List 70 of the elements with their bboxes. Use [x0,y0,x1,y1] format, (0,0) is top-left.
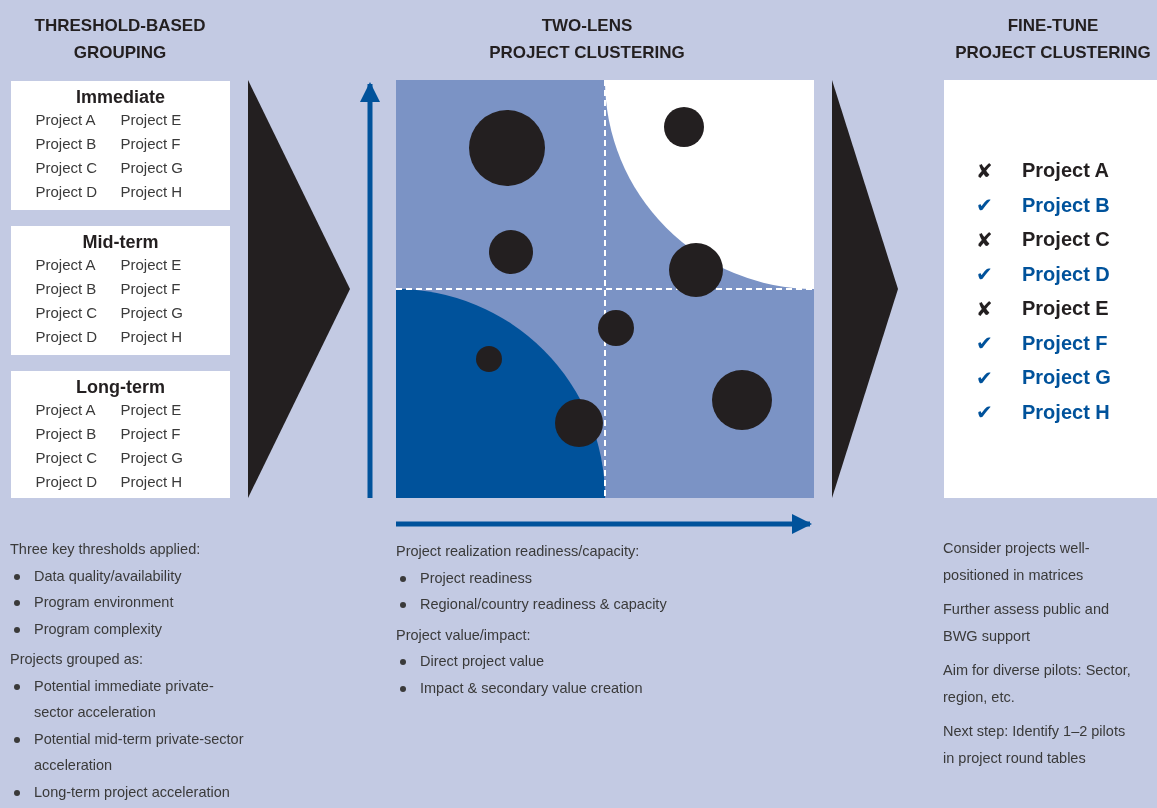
note-text: Projects grouped as: [10,650,144,669]
project-name: Project C [35,158,99,178]
project-name: Project A [35,255,97,275]
note-text: Project value/impact: [396,625,532,645]
column-heading: FINE-TUNE PROJECT CLUSTERING [954,15,1152,64]
status-mark: ✘ [976,296,994,321]
status-mark: ✔ [976,193,994,217]
status-mark: ✔ [976,365,994,390]
project-name: Project G [120,303,185,323]
project-name: Project D [35,472,99,492]
project-name: Project C [35,448,99,468]
note-text: Three key thresholds applied: [10,540,202,559]
project-name: Project E [120,400,183,420]
project-name: Project C [35,303,99,323]
column-heading: THRESHOLD-BASED GROUPING [33,15,207,64]
bullet-item: Data quality/availability [10,562,246,589]
group-card [11,226,230,355]
chevron-arrow [248,80,350,498]
bullet-item: Program complexity [10,615,246,642]
project-name: Project F [120,279,182,299]
project-name: Project F [1022,331,1108,355]
project-name: Project B [1022,193,1110,217]
project-name: Project D [35,327,99,347]
project-name: Project G [120,158,185,178]
group-card [11,371,230,498]
note-text: Aim for diverse pilots: Sector, region, etc. [943,661,1132,707]
group-heading: Mid-term [81,231,160,253]
chevron-arrow [832,80,898,498]
note-text: Consider projects well-positioned in matrices [943,539,1091,585]
project-name: Project D [1022,262,1110,286]
project-name: Project F [120,134,182,154]
project-name: Project F [120,424,182,444]
project-name: Project G [120,448,185,468]
project-name: Project B [35,424,98,444]
project-name: Project D [35,182,99,202]
project-name: Project E [120,255,183,275]
project-name: Project A [1022,159,1110,182]
project-name: Project E [120,110,183,130]
status-mark: ✔ [976,400,994,424]
bullet-item: Regional/country readiness & capacity [396,591,726,618]
group-heading: Long-term [75,376,166,398]
bullet-item: Long-term project acceleration [10,778,246,805]
project-name: Project C [1022,228,1110,251]
note-text: Further assess public and BWG support [943,600,1111,646]
bullet-item: Potential immediate private-sector acceleration [10,672,246,726]
project-name: Project E [1022,297,1109,320]
project-name: Project G [1022,366,1111,389]
bullet-item: Program environment [10,589,246,616]
project-name: Project H [120,182,184,202]
group-heading: Immediate [74,86,166,108]
status-mark: ✔ [976,331,994,355]
project-name: Project A [35,110,97,130]
project-name: Project H [120,327,184,347]
group-card [11,81,230,210]
shortlist-card [944,80,1157,498]
bullet-item: Potential mid-term private-sector acceleration [10,725,246,779]
column-heading: TWO-LENS PROJECT CLUSTERING [488,15,686,64]
note-text: Project realization readiness/capacity: [396,542,641,561]
bullet-item: Project readiness [396,564,726,591]
bullet-item: Direct project value [396,648,726,675]
bullet-item: Impact & secondary value creation [396,674,726,701]
project-name: Project B [35,279,98,299]
project-name: Project H [1022,400,1110,424]
project-name: Project H [120,472,184,492]
project-name: Project B [35,134,98,154]
status-mark: ✘ [976,158,994,183]
project-name: Project A [35,400,97,420]
note-text: Next step: Identify 1–2 pilots in project round tables [943,722,1127,768]
status-mark: ✘ [976,227,994,252]
status-mark: ✔ [976,262,994,286]
